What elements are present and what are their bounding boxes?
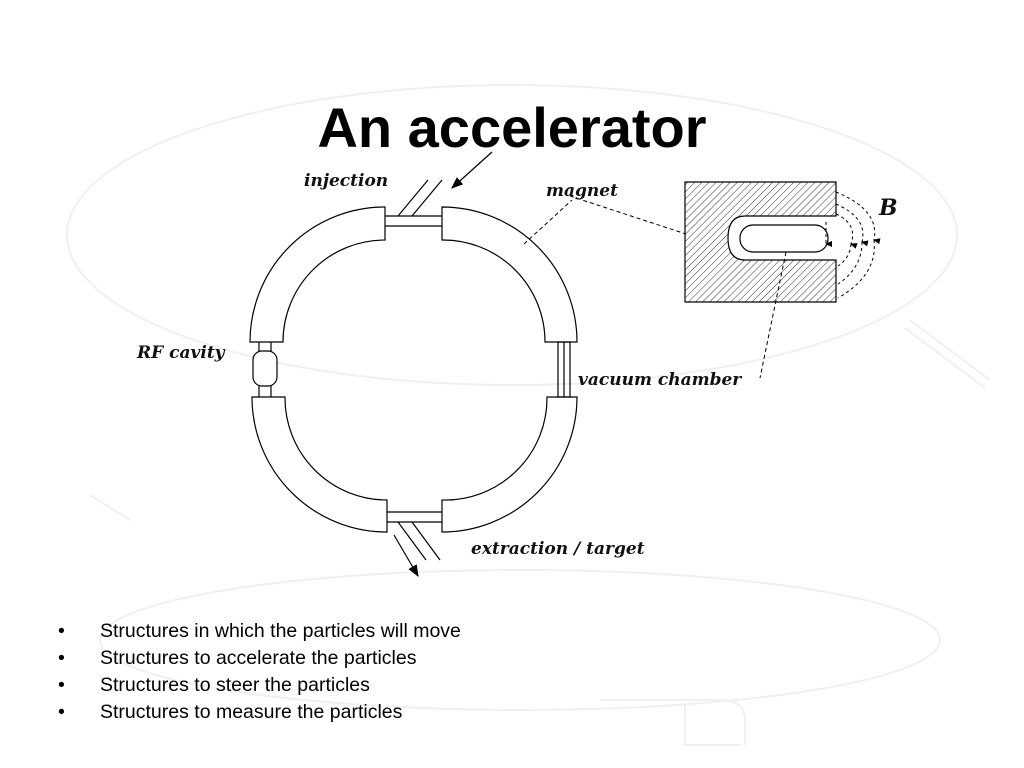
ring	[249, 206, 578, 533]
straight-sections	[252, 215, 571, 523]
label-vacuum-chamber: vacuum chamber	[578, 370, 742, 390]
label-magnet: magnet	[546, 181, 618, 201]
bullet-item: • Structures to steer the particles	[58, 672, 461, 699]
bullet-marker: •	[58, 647, 65, 669]
beam-lines	[393, 151, 493, 578]
bullet-text: Structures to accelerate the particles	[100, 647, 417, 669]
bullet-marker: •	[58, 620, 65, 642]
slide-title: An accelerator	[317, 95, 707, 159]
bullet-text: Structures to measure the particles	[100, 701, 403, 723]
bullet-marker: •	[58, 674, 65, 696]
magnet-segment-top-left	[249, 206, 386, 343]
bullet-item: • Structures in which the particles will …	[58, 618, 461, 645]
magnet-segment-top-right	[441, 206, 578, 343]
bullet-text: Structures to steer the particles	[100, 674, 370, 696]
label-b-field: B	[878, 195, 898, 221]
label-extraction: extraction / target	[471, 539, 645, 559]
label-injection: injection	[304, 171, 388, 191]
bullet-marker: •	[58, 701, 65, 723]
bullet-list: • Structures in which the particles will …	[58, 618, 461, 726]
bullet-item: • Structures to accelerate the particles	[58, 645, 461, 672]
extraction-arrow	[393, 534, 419, 578]
magnet-cross-section	[523, 181, 881, 379]
injection-arrow	[451, 151, 493, 189]
magnet-segment-bottom-left	[251, 396, 388, 533]
bullet-item: • Structures to measure the particles	[58, 699, 461, 726]
rf-cavity	[252, 350, 278, 387]
label-rf-cavity: RF cavity	[136, 343, 226, 363]
bullet-text: Structures in which the particles will m…	[100, 620, 461, 642]
magnet-segment-bottom-right	[441, 396, 578, 533]
